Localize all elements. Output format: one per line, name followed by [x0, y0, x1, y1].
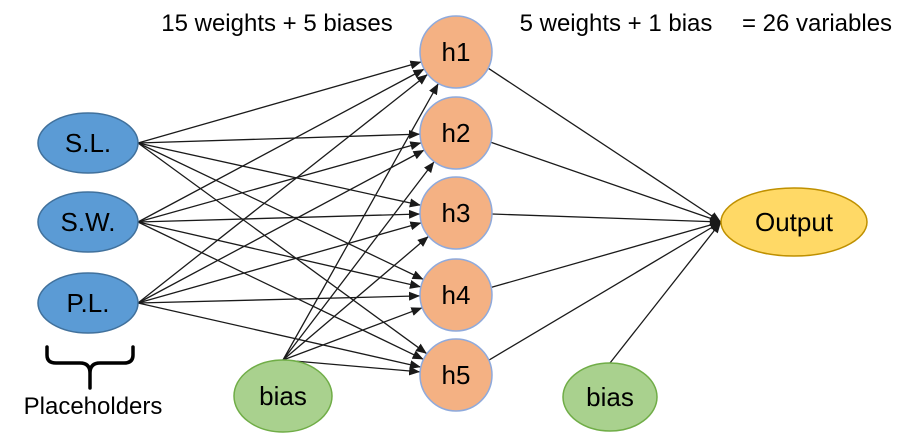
bias-node-hidden-label: bias — [259, 381, 307, 411]
placeholders-brace — [45, 345, 135, 390]
hidden-node-h2: h2 — [419, 96, 493, 170]
input-node-pl: P.L. — [37, 272, 139, 334]
edge-in1-h4 — [137, 221, 422, 289]
edge-in1-h1 — [137, 68, 425, 223]
placeholders-label: Placeholders — [24, 393, 163, 420]
output-node-label: Output — [755, 207, 834, 237]
edge-in0-h1 — [137, 60, 422, 144]
hidden-layer-params-label: 15 weights + 5 biases — [161, 10, 392, 37]
total-variables-label: = 26 variables — [742, 10, 892, 37]
edge-in1-h2 — [137, 141, 422, 223]
edge-in2-h5 — [137, 302, 422, 370]
edge-b2-out — [609, 221, 722, 364]
bias-node-output-label: bias — [586, 382, 634, 412]
input-node-sl-shape — [37, 112, 139, 174]
edge-h4-out — [491, 220, 722, 289]
edge-in2-h1 — [137, 73, 429, 304]
hidden-node-h5-label: h5 — [442, 360, 471, 390]
edge-b1-h2 — [282, 161, 435, 361]
input-node-pl-shape — [37, 272, 139, 334]
edge-b1-h4 — [282, 307, 423, 361]
edges-layer — [137, 60, 722, 376]
hidden-node-h2-shape — [419, 96, 493, 170]
hidden-node-h1: h1 — [419, 15, 493, 89]
output-node-shape — [720, 187, 868, 257]
input-node-sl: S.L. — [37, 112, 139, 174]
bias-node-output: bias — [562, 362, 658, 432]
hidden-node-h4: h4 — [419, 258, 493, 332]
bias-node-hidden: bias — [233, 359, 333, 433]
hidden-node-h5-shape — [419, 338, 493, 412]
hidden-node-h4-shape — [419, 258, 493, 332]
edge-in0-h3 — [137, 142, 421, 208]
edge-h5-out — [488, 221, 722, 361]
bias-node-output-shape — [562, 362, 658, 432]
edge-in0-h4 — [137, 142, 424, 281]
hidden-node-h3-label: h3 — [442, 198, 471, 228]
input-node-sl-label: S.L. — [65, 128, 111, 158]
edge-in2-h2 — [137, 149, 425, 304]
hidden-node-h5: h5 — [419, 338, 493, 412]
edge-in1-h5 — [137, 221, 424, 360]
edge-h2-out — [490, 141, 722, 223]
edge-b1-h5 — [282, 359, 421, 376]
edge-in0-h2 — [137, 129, 421, 144]
edge-b1-h3 — [282, 235, 430, 361]
edge-in2-h4 — [137, 291, 421, 304]
edge-in1-h3 — [137, 209, 421, 223]
output-layer-params-label: 5 weights + 1 bias — [520, 10, 713, 37]
hidden-node-h2-label: h2 — [442, 118, 471, 148]
edge-in2-h3 — [137, 221, 422, 304]
edge-b1-h1 — [282, 83, 439, 361]
hidden-node-h4-label: h4 — [442, 280, 471, 310]
input-node-sw-shape — [37, 191, 139, 253]
hidden-node-h1-label: h1 — [442, 37, 471, 67]
hidden-node-h3-shape — [419, 176, 493, 250]
input-node-pl-label: P.L. — [67, 288, 110, 318]
hidden-node-h3: h3 — [419, 176, 493, 250]
edge-in0-h5 — [137, 142, 428, 355]
edge-h1-out — [487, 67, 722, 223]
input-node-sw-label: S.W. — [61, 207, 116, 237]
input-node-sw: S.W. — [37, 191, 139, 253]
output-node: Output — [720, 187, 868, 257]
hidden-node-h1-shape — [419, 15, 493, 89]
edge-h3-out — [491, 213, 722, 227]
bias-node-hidden-shape — [233, 359, 333, 433]
